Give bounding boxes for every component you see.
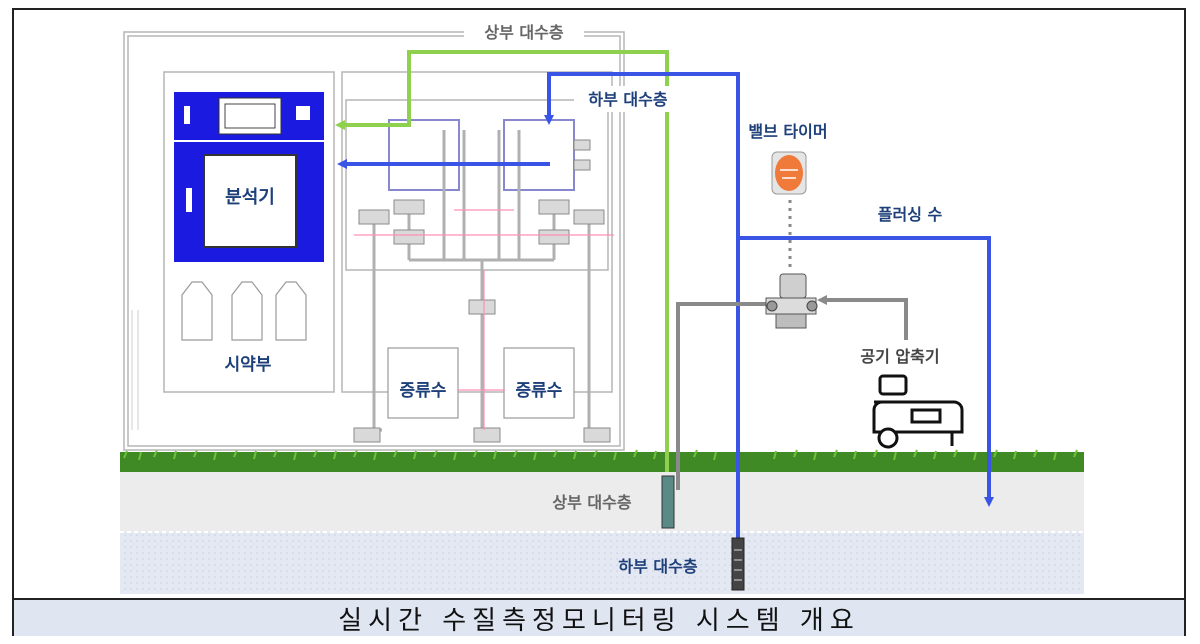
label-upper-aquifer-top: 상부 대수층 [484,23,563,42]
air-line [676,295,908,490]
figure-caption: 실시간 수질측정모니터링 시스템 개요 [338,605,860,636]
figure-frame: 상부 대수층 하부 대수층 밸브 타이머 플러싱 수 분석기 시약부 증류수 증… [12,8,1186,636]
solenoid-valve-icon [765,273,818,329]
monitoring-cabinet [123,31,625,451]
air-compressor-icon [872,374,964,449]
label-upper-aquifer-ground: 상부 대수층 [552,493,631,512]
label-air-compressor: 공기 압축기 [860,347,939,366]
grass-strip [120,452,1084,472]
label-flushing-water: 플러싱 수 [878,205,943,224]
lower-aquifer-line [337,72,740,540]
label-analyzer: 분석기 [225,187,275,208]
lower-well-screen [731,537,745,591]
label-lower-aquifer-top: 하부 대수층 [588,90,667,109]
upper-aquifer-layer [120,470,1084,532]
system-diagram: 상부 대수층 하부 대수층 밸브 타이머 플러싱 수 분석기 시약부 증류수 증… [14,10,1184,598]
label-reagent: 시약부 [225,354,272,375]
diagram-svg: 상부 대수층 하부 대수층 밸브 타이머 플러싱 수 분석기 시약부 증류수 증… [120,20,1084,594]
label-valve-timer: 밸브 타이머 [748,122,827,141]
label-distilled-water-2: 증류수 [516,381,563,401]
upper-well-screen [661,475,675,529]
caption-bar: 실시간 수질측정모니터링 시스템 개요 [14,598,1184,636]
reagent-bottles [181,281,307,341]
flushing-water-line [738,236,994,507]
label-distilled-water-1: 증류수 [400,381,447,401]
upper-aquifer-line [335,50,669,472]
label-lower-aquifer-ground: 하부 대수층 [618,557,697,576]
